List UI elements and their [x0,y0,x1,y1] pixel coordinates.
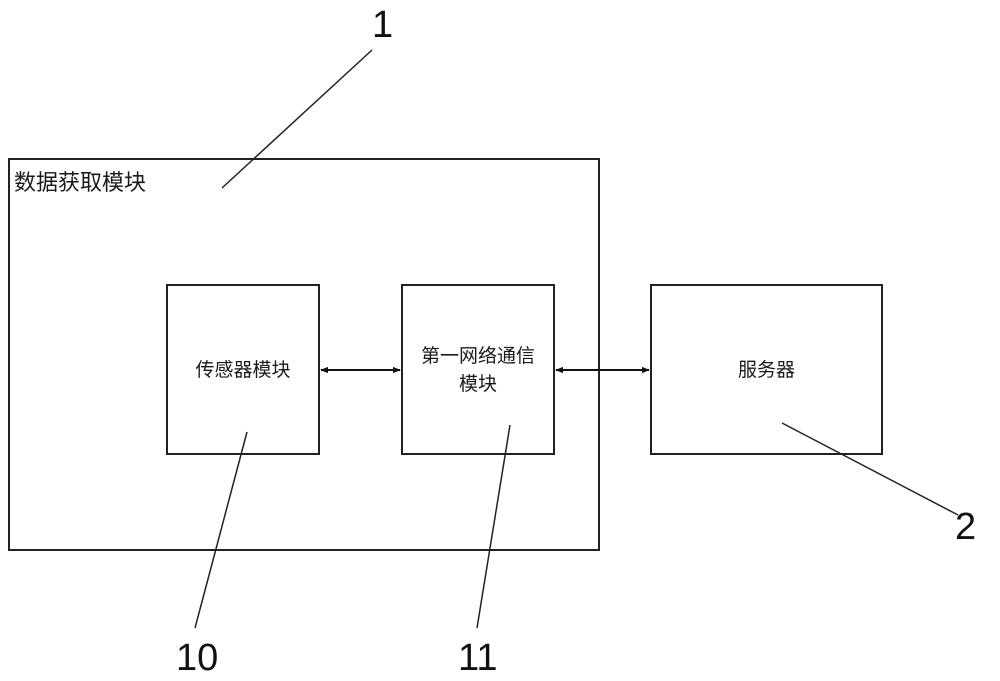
network-comm-module-label-wrap: 第一网络通信模块 [403,286,553,453]
sensor-module-box: 传感器模块 [166,284,320,455]
reference-numeral-1: 1 [372,5,393,45]
sensor-module-label-wrap: 传感器模块 [168,286,318,453]
network-comm-module-box: 第一网络通信模块 [401,284,555,455]
server-label: 服务器 [738,356,795,384]
server-box: 服务器 [650,284,883,455]
data-acquisition-module-label: 数据获取模块 [14,169,146,199]
server-label-wrap: 服务器 [652,286,881,453]
reference-numeral-11: 11 [458,638,497,678]
network-comm-module-label: 第一网络通信模块 [418,342,538,398]
reference-numeral-10: 10 [176,638,218,678]
reference-numeral-2: 2 [955,507,976,547]
sensor-module-label: 传感器模块 [195,356,290,384]
